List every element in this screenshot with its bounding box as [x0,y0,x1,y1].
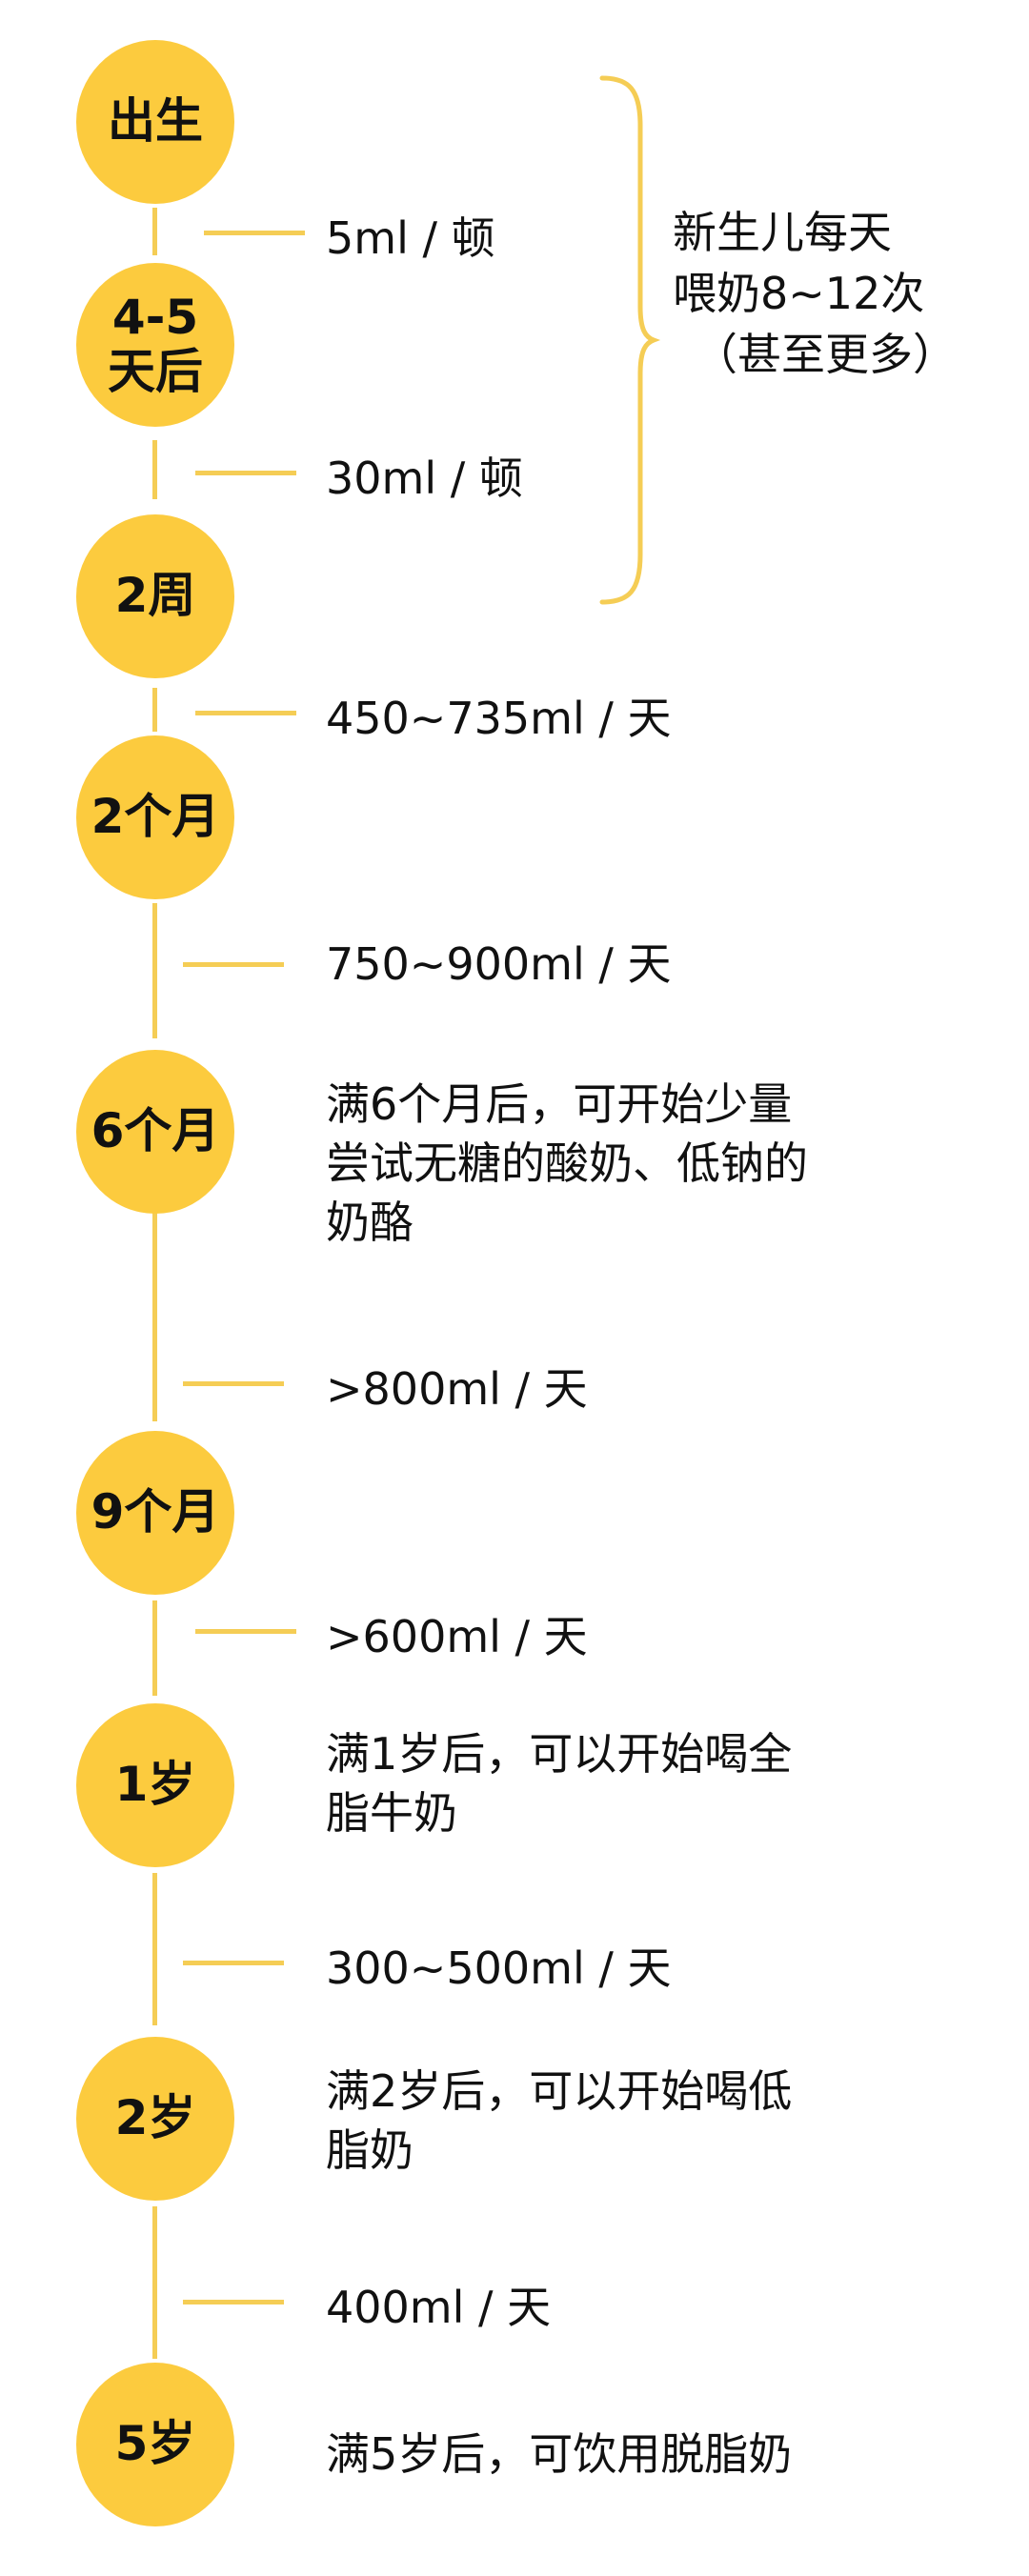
milestone-9-months: 9个月 [76,1431,234,1595]
tick-line [195,471,296,475]
note-line: 喂奶8~12次 [673,268,925,319]
milestone-2-years: 2岁 [76,2037,234,2201]
connector [152,1873,157,2025]
note-line: 满6个月后，可开始少量 [326,1078,793,1130]
milestone-label: 4-5 天后 [108,289,203,399]
connector [152,2206,157,2359]
tick-line [204,231,305,235]
amount-label: 5ml / 顿 [326,212,495,264]
connector [152,688,157,732]
newborn-note: 新生儿每天 喂奶8~12次 （甚至更多） [673,202,987,385]
milestone-1-year: 1岁 [76,1703,234,1867]
note-line: 尝试无糖的酸奶、低钠的 [326,1137,808,1189]
milestone-label: 2个月 [91,789,220,845]
milestone-5-years: 5岁 [76,2363,234,2526]
amount-label: 300~500ml / 天 [326,1942,672,1994]
connector [152,208,157,255]
milestone-label: 5岁 [114,2416,196,2472]
note-5-years: 满5岁后，可饮用脱脂奶 [326,2425,917,2484]
amount-label: 750~900ml / 天 [326,938,672,990]
note-line: （甚至更多） [694,329,957,380]
note-line: 新生儿每天 [673,207,892,258]
milestone-6-months: 6个月 [76,1050,234,1214]
amount-label: 400ml / 天 [326,2282,552,2333]
milestone-2-months: 2个月 [76,735,234,899]
amount-label: 30ml / 顿 [326,453,523,504]
connector [152,1193,157,1421]
note-line: 奶酪 [326,1197,414,1248]
tick-line [195,711,296,715]
milestone-4-5-days: 4-5 天后 [76,263,234,427]
note-line: 满1岁后，可以开始喝全 [326,1728,793,1780]
milestone-label: 1岁 [114,1757,196,1813]
milestone-label: 9个月 [91,1484,220,1540]
note-line: 满2岁后，可以开始喝低 [326,2065,793,2117]
note-6-months: 满6个月后，可开始少量 尝试无糖的酸奶、低钠的 奶酪 [326,1075,917,1252]
milestone-2-weeks: 2周 [76,514,234,678]
milestone-label: 2周 [114,568,196,624]
milestone-label: 出生 [108,93,203,150]
amount-label: 450~735ml / 天 [326,693,672,744]
tick-line [183,1381,284,1386]
curly-brace [599,75,661,605]
note-line: 满5岁后，可饮用脱脂奶 [326,2428,793,2480]
milestone-label: 6个月 [91,1103,220,1159]
connector [152,440,157,499]
tick-line [183,2300,284,2304]
amount-label: >600ml / 天 [326,1611,588,1662]
connector [152,903,157,1038]
note-line: 脂奶 [326,2124,414,2176]
note-line: 脂牛奶 [326,1787,457,1839]
note-2-years: 满2岁后，可以开始喝低 脂奶 [326,2062,917,2180]
milestone-birth: 出生 [76,40,234,204]
tick-line [183,962,284,967]
connector [152,1600,157,1696]
milestone-label: 2岁 [114,2090,196,2146]
tick-line [195,1629,296,1634]
note-1-year: 满1岁后，可以开始喝全 脂牛奶 [326,1724,917,1842]
tick-line [183,1961,284,1965]
amount-label: >800ml / 天 [326,1363,588,1415]
